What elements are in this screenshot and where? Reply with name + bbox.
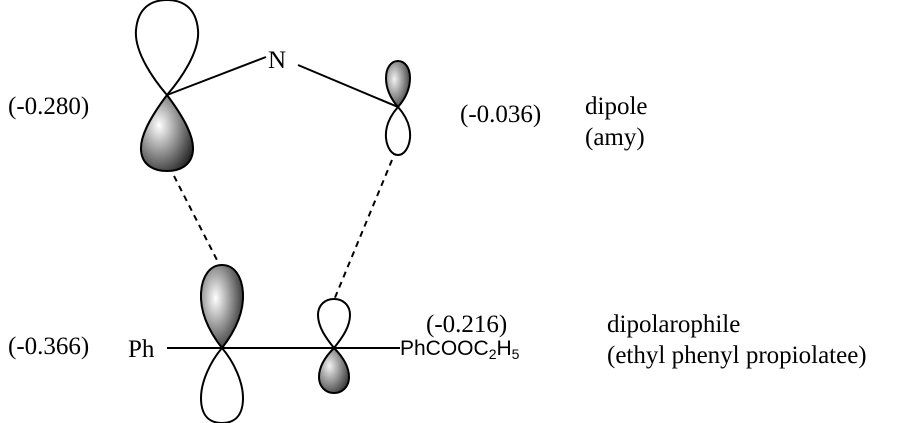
right-group-mid: H <box>496 337 512 360</box>
dipolarophile-c1-bottom-lobe <box>199 346 245 423</box>
right-group-sub1: 2 <box>488 346 497 362</box>
dipole-name-sub: (amy) <box>585 124 645 151</box>
dipole-nitrogen-label: N <box>268 47 287 74</box>
interaction-line-left <box>173 175 219 263</box>
dipolarophile-name: dipolarophile <box>607 311 741 338</box>
dipolarophile-c2-bottom-lobe <box>317 346 351 395</box>
right-group-sub2: 5 <box>511 346 520 362</box>
dipole-coef-right: (-0.036) <box>460 101 542 128</box>
interaction-line-right <box>333 159 393 301</box>
dipolarophile-coef-left: (-0.366) <box>8 333 90 360</box>
dipolarophile-right-group: PhCOOC2H5 <box>400 338 519 361</box>
right-group-main: PhCOOC <box>400 337 489 360</box>
dipolarophile-c1-top-lobe <box>199 263 245 350</box>
dipole-c1-top-lobe <box>134 0 200 97</box>
dipolarophile-c2-top-lobe <box>316 297 352 350</box>
bond-c1-n <box>166 56 267 96</box>
dipole-c1-bottom-lobe <box>139 93 195 173</box>
dipole-c3-top-lobe <box>384 59 412 109</box>
bond-n-c3 <box>297 64 399 108</box>
dipolarophile-name-sub: (ethyl phenyl propiolatee) <box>607 342 867 369</box>
dipole-name: dipole <box>585 93 648 120</box>
dipolarophile-left-group: Ph <box>128 336 155 363</box>
dipolarophile-coef-right: (-0.216) <box>426 311 508 338</box>
dipole-coef-left: (-0.280) <box>8 93 90 120</box>
dipole-c3-bottom-lobe <box>384 105 412 157</box>
